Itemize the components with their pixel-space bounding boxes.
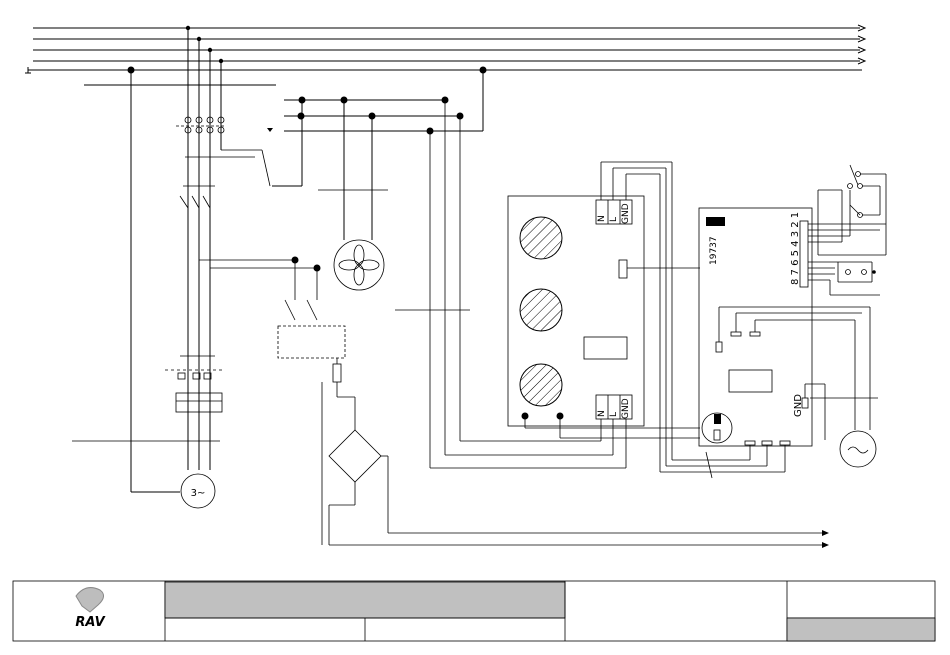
logo-text: RAV <box>75 615 105 630</box>
terminal-bottom-l: L <box>609 412 619 417</box>
connector-pins: 8 7 6 5 4 3 2 1 <box>790 212 801 285</box>
heater-unit: N L GND N L GND <box>395 100 712 478</box>
terminal-top-l: L <box>609 217 619 222</box>
terminal-bottom-n: N <box>597 410 607 417</box>
terminal-top-gnd: GND <box>621 203 631 224</box>
terminal-bottom-gnd: GND <box>621 398 631 419</box>
temperature-sensor <box>702 413 732 443</box>
controller-board: 19737 8 7 6 5 4 3 2 1 GND <box>660 165 886 472</box>
title-cell-main <box>165 582 565 618</box>
terminal-top-n: N <box>597 215 607 222</box>
company-logo: RAV <box>75 588 105 630</box>
board-code: 19737 <box>709 236 719 265</box>
title-cell-sheet <box>787 618 935 641</box>
motor-label: 3~ <box>191 488 206 499</box>
pump-motor-icon <box>840 431 876 467</box>
title-block: RAV <box>13 581 935 641</box>
supply-bus <box>25 25 865 74</box>
fan-circuit <box>267 70 483 290</box>
rectifier-circuit <box>199 257 829 549</box>
